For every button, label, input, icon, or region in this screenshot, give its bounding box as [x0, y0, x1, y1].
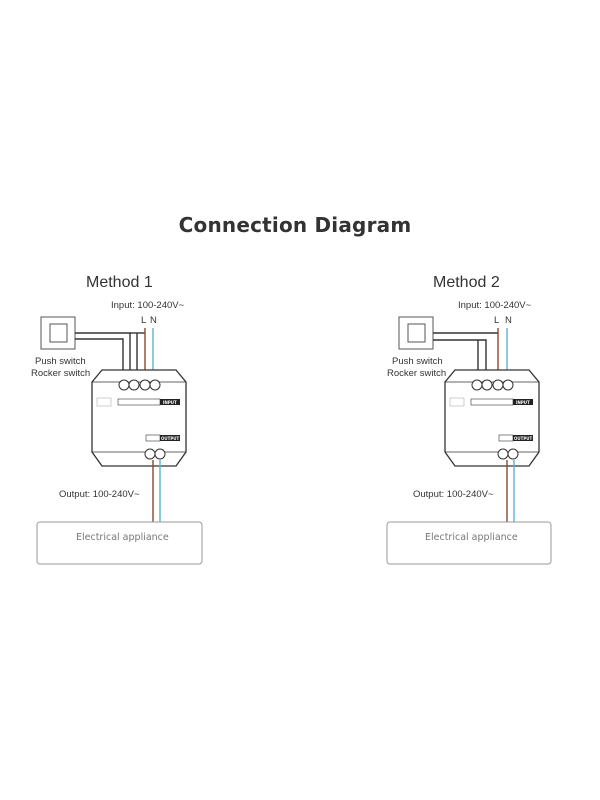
method-2-diagram: Method 2 Input: 100-240V~ L N Push switc… — [386, 274, 552, 565]
method-2-switch-label-2: Rocker switch — [387, 368, 446, 379]
method-1-controller-device: INPUT OUTPUT — [91, 369, 187, 467]
method-1-diagram: Method 1 Input: 100-240V~ L N Push switc… — [31, 274, 203, 565]
method-2-output-wires — [506, 460, 515, 522]
method-1-switch-label-2: Rocker switch — [31, 368, 90, 379]
method-1-neutral-label: N — [150, 315, 157, 326]
method-1-appliance-box — [36, 521, 203, 565]
method-1-input-label: Input: 100-240V~ — [111, 300, 185, 311]
method-2-title: Method 2 — [433, 274, 500, 291]
method-2-output-label: Output: 100-240V~ — [413, 489, 494, 500]
method-1-switch-icon — [40, 316, 76, 350]
method-1-output-tag: OUTPUT — [161, 436, 180, 441]
method-2-controller-device: INPUT OUTPUT — [444, 369, 540, 467]
method-2-switch-label-1: Push switch — [392, 356, 443, 367]
method-2-neutral-label: N — [505, 315, 512, 326]
page-title: Connection Diagram — [178, 213, 412, 237]
method-1-output-label: Output: 100-240V~ — [59, 489, 140, 500]
method-1-title: Method 1 — [86, 274, 153, 291]
method-1-live-label: L — [141, 315, 146, 326]
method-1-appliance-label: Electrical appliance — [76, 532, 169, 543]
method-2-input-label: Input: 100-240V~ — [458, 300, 532, 311]
method-2-input-tag: INPUT — [516, 400, 530, 405]
method-2-switch-icon — [398, 316, 434, 350]
method-2-appliance-box — [386, 521, 552, 565]
method-2-live-label: L — [494, 315, 499, 326]
method-1-switch-label-1: Push switch — [35, 356, 86, 367]
method-1-output-wires — [152, 460, 161, 522]
method-2-appliance-label: Electrical appliance — [425, 532, 518, 543]
method-2-output-tag: OUTPUT — [514, 436, 533, 441]
method-1-input-tag: INPUT — [163, 400, 177, 405]
